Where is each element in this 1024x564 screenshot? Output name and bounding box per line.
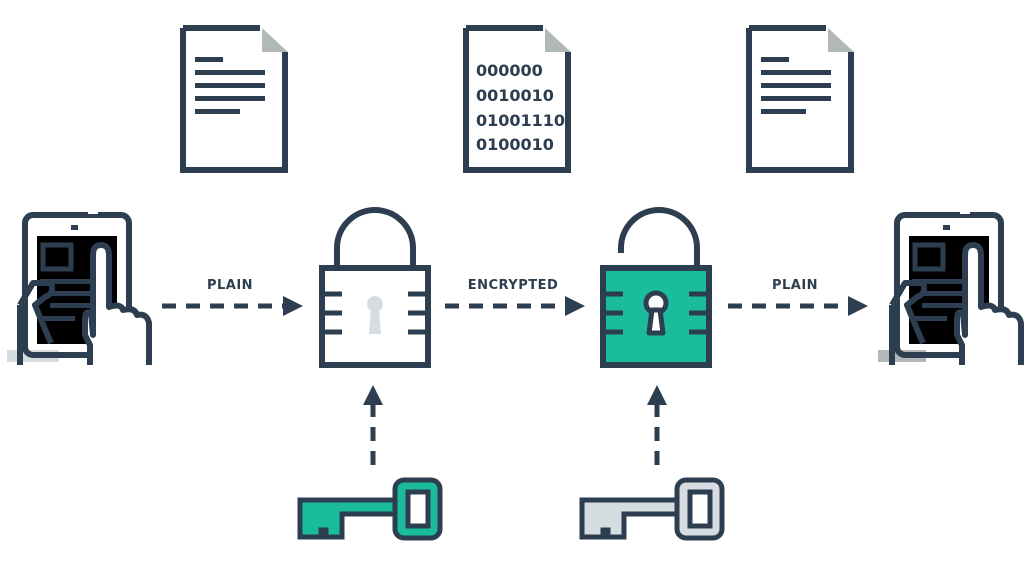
- decryption-key-icon: [579, 477, 725, 541]
- binary-line: 0010010: [476, 86, 554, 105]
- closed-padlock-icon: [319, 207, 431, 365]
- plain-document-icon: [183, 26, 288, 170]
- arrow-label: ENCRYPTED: [468, 278, 559, 293]
- encryption-key-icon: [297, 477, 443, 541]
- binary-line: 01001110: [476, 111, 565, 130]
- binary-line: 0100010: [476, 135, 554, 154]
- plain-arrow: PLAIN: [162, 278, 303, 316]
- open-padlock-icon: [600, 207, 712, 365]
- encrypted-arrow: ENCRYPTED: [445, 278, 585, 316]
- plain-document-icon: [749, 26, 854, 170]
- binary-line: 000000: [476, 61, 543, 80]
- arrow-label: PLAIN: [207, 278, 253, 293]
- sender-tablet-icon: .s1 .screen{fill:#d5dde0}: [7, 210, 149, 365]
- arrow-label: PLAIN: [772, 278, 818, 293]
- plain-arrow: PLAIN: [728, 278, 868, 316]
- receiver-tablet-icon: .s2 .screen{fill:#1abc9c}: [878, 210, 1021, 365]
- encrypted-document-icon: 000000 0010010 01001110 0100010: [466, 26, 571, 170]
